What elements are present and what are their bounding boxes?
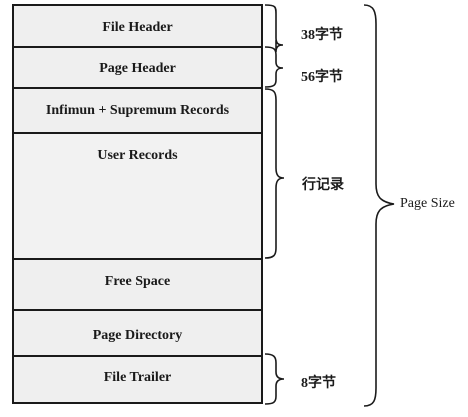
user-records-label: User Records <box>97 148 178 163</box>
page-header-bracket <box>264 46 284 88</box>
page-header-section: Page Header <box>14 48 261 89</box>
row-records-bracket <box>264 88 285 259</box>
file-trailer-label: File Trailer <box>103 370 172 385</box>
free-space-section: Free Space <box>14 260 261 311</box>
file-trailer-bracket <box>264 353 285 405</box>
user-records-section: User Records <box>14 134 261 260</box>
file-trailer-section: File Trailer <box>14 357 261 402</box>
page-size-annotation: Page Size <box>400 196 455 211</box>
file-header-section: File Header <box>14 6 261 48</box>
page-header-size-annotation: 56字节 <box>301 70 343 85</box>
page-layout-box: File Header Page Header Infimun + Suprem… <box>12 4 263 404</box>
infimum-supremum-section: Infimun + Supremum Records <box>14 89 261 134</box>
row-records-annotation: 行记录 <box>302 178 344 193</box>
page-header-label: Page Header <box>99 61 176 76</box>
page-directory-label: Page Directory <box>92 328 183 343</box>
file-header-size-annotation: 38字节 <box>301 28 343 43</box>
file-header-label: File Header <box>102 20 173 35</box>
free-space-label: Free Space <box>104 274 171 289</box>
file-trailer-size-annotation: 8字节 <box>301 376 336 391</box>
infimum-supremum-label: Infimun + Supremum Records <box>45 103 230 118</box>
page-directory-section: Page Directory <box>14 311 261 357</box>
file-header-bracket <box>264 4 284 53</box>
page-size-brace <box>363 4 395 407</box>
